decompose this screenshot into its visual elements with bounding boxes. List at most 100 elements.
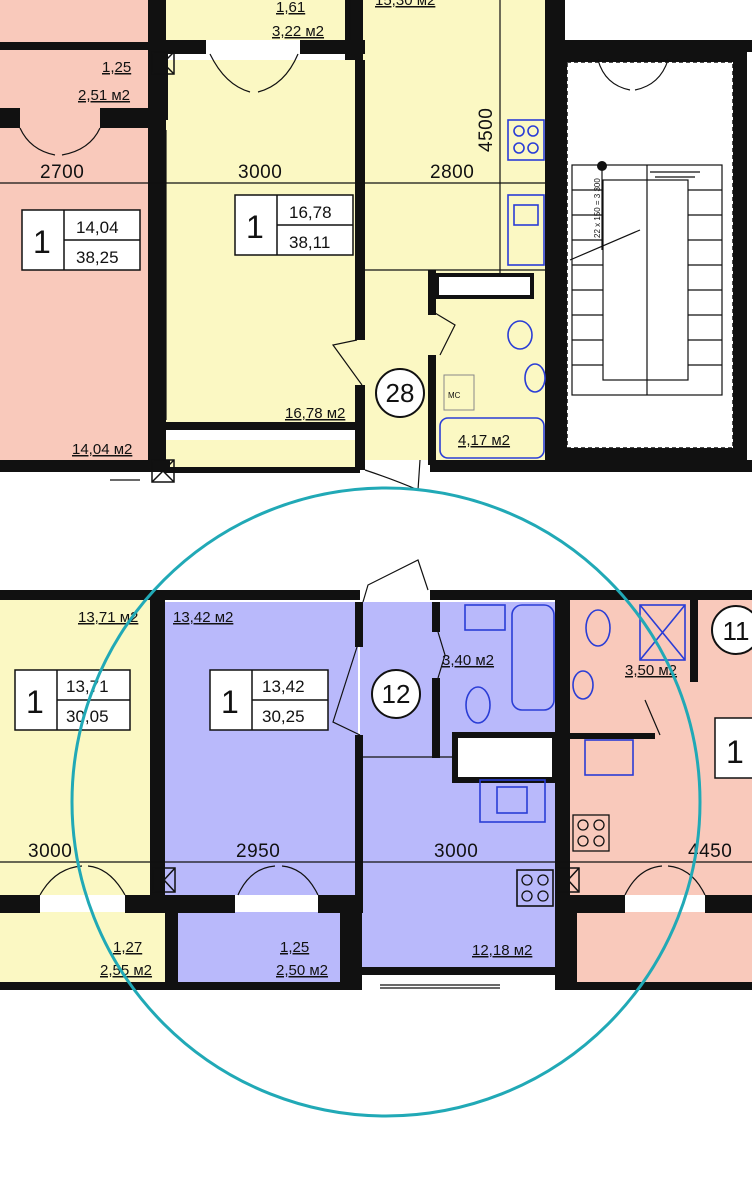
- balcony-top-b: 3,22 м2: [272, 23, 324, 40]
- bottom-labels: 13,71 м2 13,42 м2 3,40 м2 3,50 м2 3000 2…: [28, 609, 732, 979]
- door-swing: [437, 631, 446, 679]
- wall: [166, 40, 206, 54]
- bottom-doors: [39, 559, 706, 896]
- wall: [360, 967, 558, 975]
- bottom-fixtures: [452, 604, 686, 907]
- wall: [432, 602, 440, 632]
- burner: [537, 874, 549, 886]
- room-area-28: 16,78 м2: [285, 405, 345, 422]
- wall: [432, 678, 440, 758]
- wall: [428, 355, 436, 465]
- stair-core: [602, 179, 689, 381]
- shaft-x: [152, 867, 176, 893]
- top-thin-lines: [0, 0, 545, 481]
- door-arc: [237, 865, 276, 896]
- living-area: 13,42: [262, 677, 305, 696]
- rooms-count: 1: [726, 734, 744, 770]
- balcony-a-12: 1,25: [280, 939, 309, 956]
- door-arc: [257, 53, 299, 93]
- wall: [100, 108, 150, 128]
- shaft: [151, 51, 175, 75]
- toilet-icon: [507, 320, 533, 350]
- room-area-12: 13,42 м2: [173, 609, 233, 626]
- dim-3000-left: 3000: [28, 841, 72, 862]
- wall: [355, 602, 363, 647]
- toilet-icon: [585, 609, 611, 647]
- dim-2950: 2950: [236, 841, 280, 862]
- highlight-circle: [70, 486, 702, 1118]
- wall: [345, 0, 363, 60]
- wall: [165, 905, 178, 985]
- door-arc: [281, 865, 319, 896]
- wall: [565, 733, 655, 739]
- left-balcony-fill: [0, 912, 178, 982]
- wall: [165, 422, 360, 430]
- burner: [577, 819, 589, 831]
- total-area: 30,25: [262, 707, 305, 726]
- left-balcony-a: 1,27: [113, 939, 142, 956]
- bottom-walls: [0, 590, 752, 990]
- bathtub-icon: [439, 417, 545, 459]
- wall: [690, 600, 698, 682]
- wall: [705, 895, 752, 913]
- info-box-11-partial: 1: [714, 717, 752, 779]
- burner: [577, 835, 589, 847]
- stair-treads: [688, 189, 722, 366]
- entry-door: [364, 459, 421, 491]
- balcony-area-a: 1,25: [102, 59, 131, 76]
- apartment-number-11: 11: [711, 605, 752, 655]
- kitchen-counter: [479, 779, 546, 823]
- balcony-b-12: 2,50 м2: [276, 962, 328, 979]
- info-box-left-bottom: 1 13,71 30,05: [14, 669, 131, 731]
- rooms-count: 1: [221, 684, 239, 720]
- living-area: 16,78: [289, 203, 332, 222]
- wall: [555, 895, 577, 990]
- stove-icon: [516, 869, 554, 907]
- bathtub-icon: [511, 604, 555, 711]
- door-swing: [644, 699, 661, 736]
- stair-treads: [572, 189, 603, 366]
- shower-x: [639, 604, 686, 661]
- top-fixtures: МС: [435, 119, 546, 459]
- dim-4500: 4500: [476, 108, 497, 152]
- wall: [575, 982, 752, 990]
- sink-icon: [524, 363, 546, 393]
- apt12-room-fill: [165, 602, 358, 895]
- wall: [355, 60, 365, 340]
- stair-arrow-dot: [597, 161, 607, 171]
- ventilation-block: [452, 732, 558, 783]
- door-arc: [624, 865, 663, 896]
- burner: [521, 874, 533, 886]
- wall: [430, 460, 752, 472]
- sink-icon: [513, 204, 539, 226]
- wall: [0, 895, 40, 913]
- wall: [0, 982, 345, 990]
- burner: [521, 890, 533, 902]
- top-labels: 1,25 2,51 м2 2700 1,61 3,22 м2 15,30 м2 …: [40, 0, 510, 458]
- wall: [150, 590, 165, 910]
- number-circle: [711, 605, 752, 655]
- total-area: 38,25: [76, 248, 119, 267]
- info-box-28: 1 16,78 38,11: [234, 194, 354, 256]
- burner: [537, 890, 549, 902]
- wall: [165, 467, 360, 473]
- total-area: 30,05: [66, 707, 109, 726]
- burner: [513, 125, 525, 137]
- kitchen-counter: [507, 194, 545, 266]
- wall: [0, 42, 150, 50]
- kitchen-area-12: 12,18 м2: [472, 942, 532, 959]
- balcony-top-a: 1,61: [276, 0, 305, 16]
- number-circle: [375, 368, 425, 418]
- shaft: [152, 867, 176, 893]
- wall: [125, 895, 235, 913]
- shaft: [151, 459, 175, 483]
- living-area: 14,04: [76, 218, 119, 237]
- sink-icon: [496, 786, 528, 814]
- total-area: 38,11: [289, 233, 330, 252]
- burner: [527, 142, 539, 154]
- dim-3000-kitchen: 3000: [434, 841, 478, 862]
- stair-treads: [650, 171, 700, 178]
- apartment-number: 28: [386, 378, 415, 408]
- burner: [593, 835, 605, 847]
